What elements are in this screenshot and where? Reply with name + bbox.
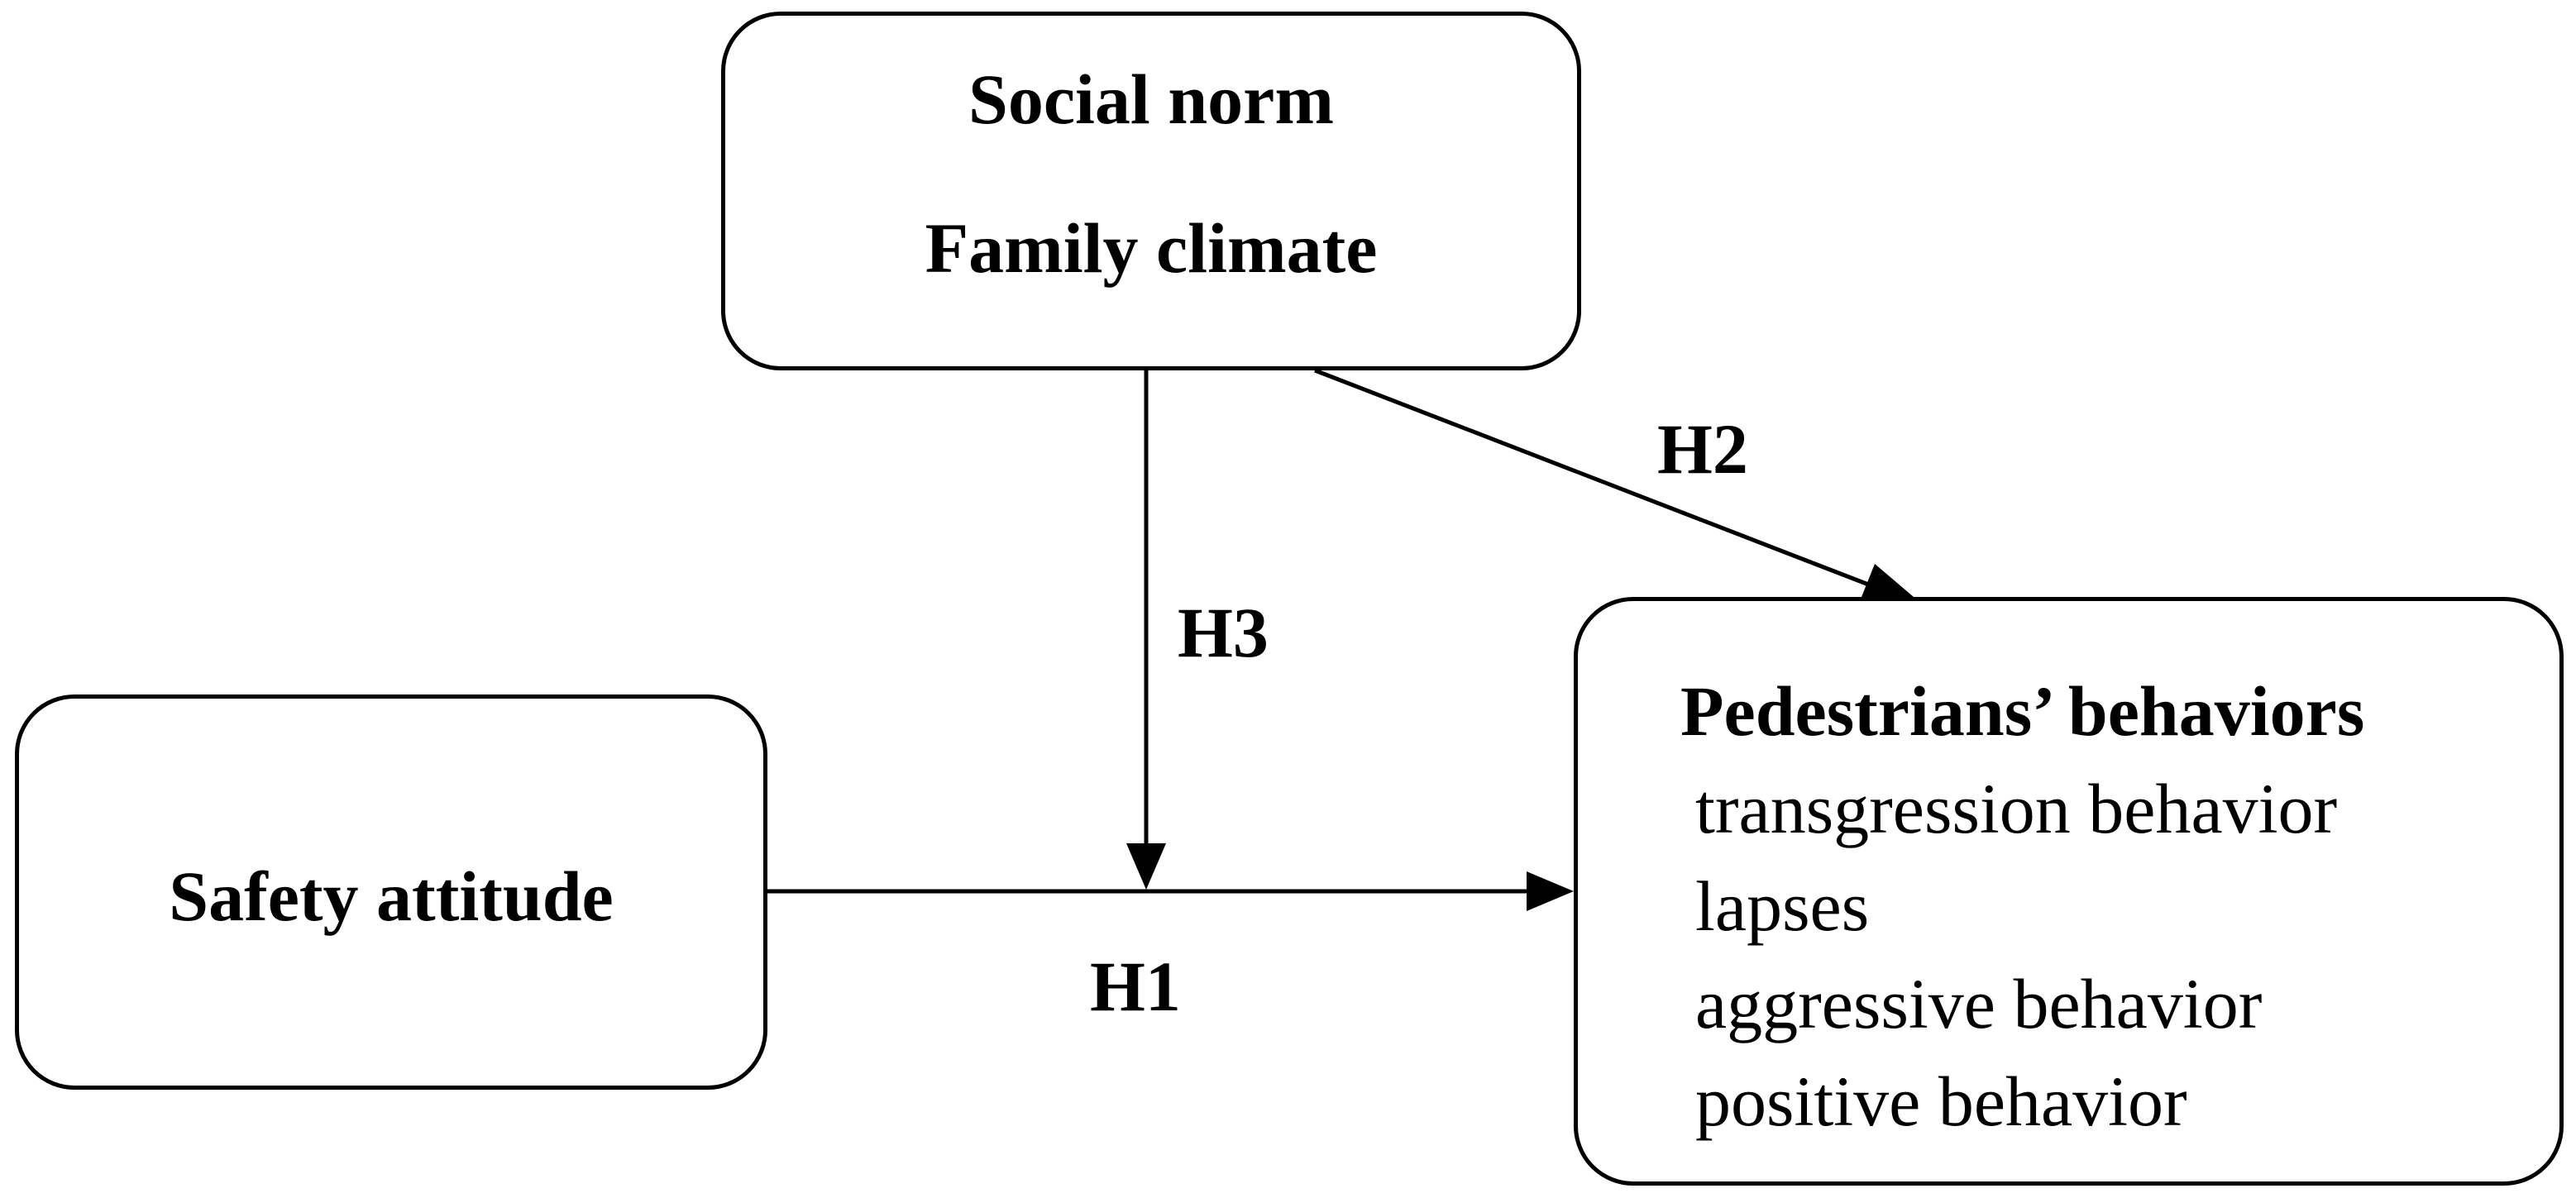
hypothesis-label-h3: H3 <box>1178 593 1269 672</box>
outcome-title: Pedestrians’ behaviors <box>1680 671 2365 751</box>
arrow-h2-head <box>1860 564 1914 601</box>
social-norm-label: Social norm <box>968 60 1334 139</box>
arrow-h3-head <box>1126 843 1166 890</box>
hypothesis-label-h2: H2 <box>1657 409 1748 489</box>
arrow-h2-line <box>1314 368 1871 588</box>
moderator-box: Social norm Family climate <box>721 12 1581 370</box>
outcome-item-lapses: lapses <box>1695 866 1870 946</box>
arrow-h1-head <box>1527 871 1574 911</box>
outcome-box: Pedestrians’ behaviors transgression beh… <box>1574 597 2564 1186</box>
family-climate-label: Family climate <box>925 208 1378 288</box>
outcome-item-aggressive: aggressive behavior <box>1695 964 2263 1043</box>
predictor-box: Safety attitude <box>15 694 767 1090</box>
hypothesis-label-h1: H1 <box>1090 947 1181 1026</box>
outcome-item-transgression: transgression behavior <box>1695 769 2338 848</box>
outcome-item-positive: positive behavior <box>1695 1062 2187 1141</box>
safety-attitude-label: Safety attitude <box>169 857 614 936</box>
